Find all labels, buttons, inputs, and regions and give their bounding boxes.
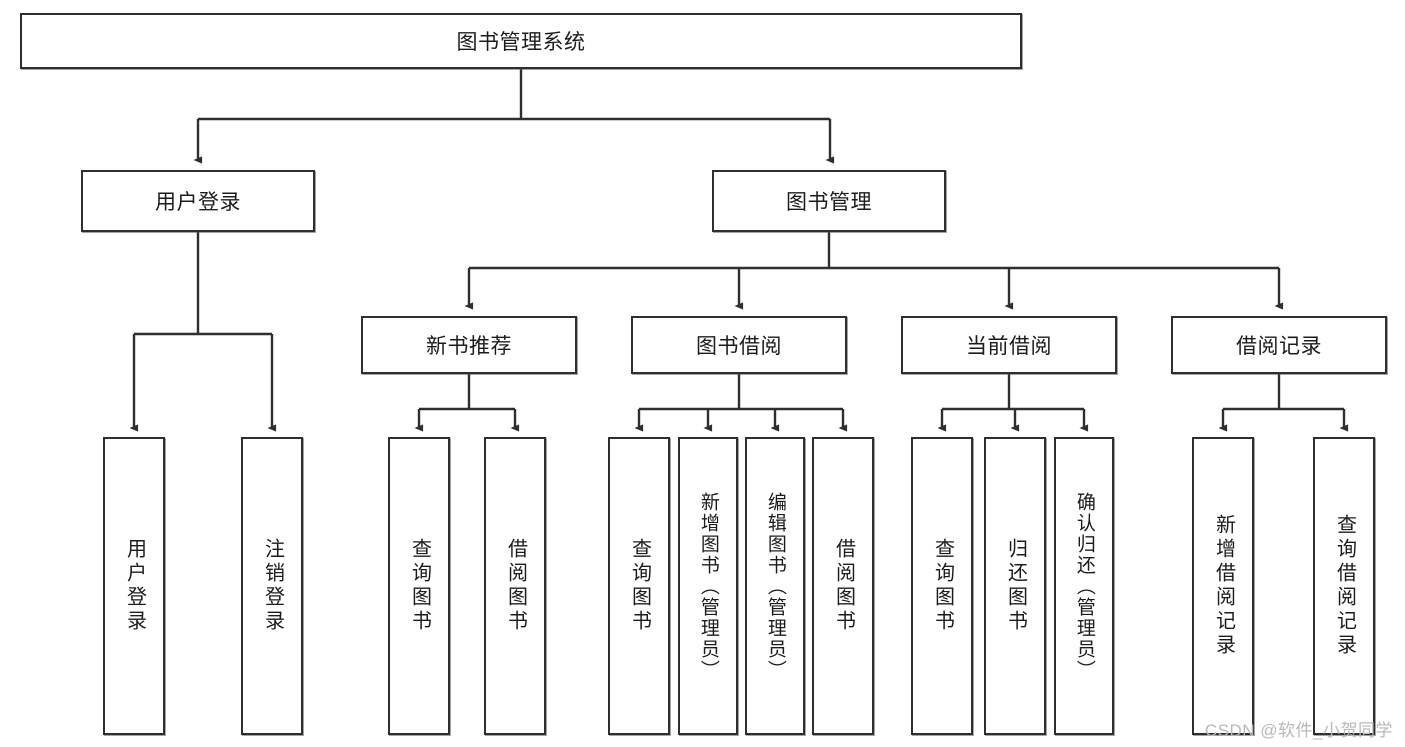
node-leaf-confirm-return-admin[interactable]: 确认归还（管理员） — [1054, 437, 1114, 735]
node-label: 新增图书（管理员） — [697, 491, 719, 681]
node-label: 注销登录 — [261, 538, 284, 634]
node-label: 确认归还（管理员） — [1073, 491, 1095, 681]
node-leaf-logout-login[interactable]: 注销登录 — [241, 437, 303, 735]
edge-root-to-level2 — [193, 69, 835, 164]
node-current-borrow[interactable]: 当前借阅 — [901, 316, 1117, 374]
node-label: 查询图书 — [931, 538, 954, 634]
node-label: 查询图书 — [408, 538, 431, 634]
node-label: 图书借阅 — [696, 335, 782, 358]
node-leaf-return-book[interactable]: 归还图书 — [984, 437, 1046, 735]
node-leaf-add-book-admin[interactable]: 新增图书（管理员） — [678, 437, 738, 735]
node-label: 借阅图书 — [832, 538, 855, 634]
edge-current-borrow-to-leaves — [937, 374, 1089, 432]
node-label: 查询图书 — [628, 538, 651, 634]
node-leaf-query-borrow-record[interactable]: 查询借阅记录 — [1313, 437, 1375, 735]
edge-borrow-record-to-leaves — [1218, 374, 1349, 432]
edge-book-borrow-to-leaves — [634, 374, 848, 432]
node-leaf-query-book-borrow[interactable]: 查询图书 — [608, 437, 670, 735]
node-leaf-borrow-book-recommend[interactable]: 借阅图书 — [484, 437, 546, 735]
node-label: 借阅记录 — [1236, 335, 1322, 358]
node-leaf-query-book-recommend[interactable]: 查询图书 — [388, 437, 450, 735]
node-label: 图书管理 — [786, 191, 872, 214]
node-label: 编辑图书（管理员） — [764, 491, 786, 681]
edge-book-manage-to-level3 — [464, 232, 1284, 310]
node-label: 借阅图书 — [504, 538, 527, 634]
node-book-borrow[interactable]: 图书借阅 — [631, 316, 847, 374]
node-leaf-edit-book-admin[interactable]: 编辑图书（管理员） — [745, 437, 805, 735]
node-leaf-query-book-current[interactable]: 查询图书 — [911, 437, 973, 735]
node-label: 新书推荐 — [426, 335, 512, 358]
watermark-text: CSDN @软件_小贺同学 — [1204, 721, 1393, 740]
edge-new-book-recommend-to-leaves — [414, 374, 520, 432]
node-label: 用户登录 — [155, 191, 241, 214]
edge-user-login-to-leaves — [129, 232, 277, 432]
node-label: 当前借阅 — [966, 335, 1052, 358]
node-borrow-record[interactable]: 借阅记录 — [1171, 316, 1387, 374]
node-leaf-borrow-book[interactable]: 借阅图书 — [812, 437, 874, 735]
node-label: 归还图书 — [1004, 538, 1027, 634]
node-root-book-management-system[interactable]: 图书管理系统 — [20, 13, 1022, 69]
node-label: 新增借阅记录 — [1212, 514, 1235, 658]
node-leaf-user-login[interactable]: 用户登录 — [103, 437, 165, 735]
node-label: 用户登录 — [123, 538, 146, 634]
node-leaf-add-borrow-record[interactable]: 新增借阅记录 — [1192, 437, 1254, 735]
node-new-book-recommend[interactable]: 新书推荐 — [361, 316, 577, 374]
node-book-management[interactable]: 图书管理 — [712, 170, 946, 232]
node-user-login[interactable]: 用户登录 — [81, 170, 315, 232]
node-label: 查询借阅记录 — [1333, 514, 1356, 658]
node-label: 图书管理系统 — [456, 31, 586, 54]
